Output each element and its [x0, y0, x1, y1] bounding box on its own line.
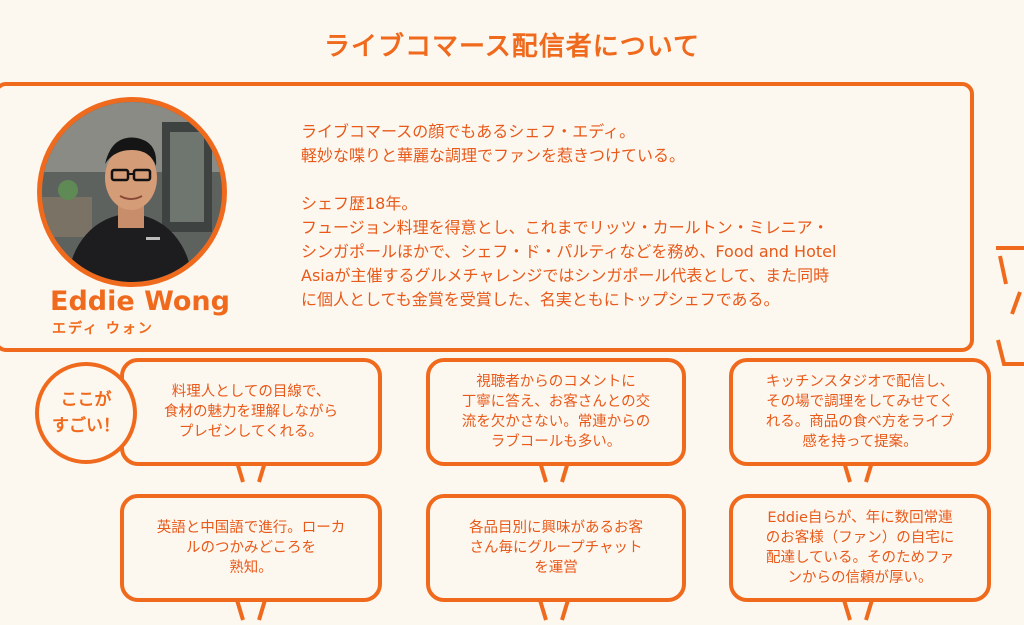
- bio-line: に個人としても金賞を受賞した、名実ともにトップシェフである。: [301, 290, 780, 309]
- bio-line: フュージョン料理を得意とし、これまでリッツ・カールトン・ミレニア・: [301, 218, 829, 237]
- chef-photo-image: [42, 102, 222, 282]
- chef-bio: ライブコマースの顔でもあるシェフ・エディ。 軽妙な喋りと華麗な調理でファンを惹き…: [301, 120, 941, 312]
- point-bubble: Eddie自らが、年に数回常連 のお客様（ファン）の自宅に 配達している。そのた…: [729, 494, 991, 602]
- point-bubble: 英語と中国語で進行。ローカ ルのつかみどころを 熟知。: [120, 494, 382, 602]
- bubble-tail-icon: [538, 462, 570, 483]
- bubble-tail-icon: [842, 600, 874, 621]
- point-bubble: 各品目別に興味があるお客 さん毎にグループチャット を運営: [426, 494, 686, 602]
- bio-line: シンガポールほかで、シェフ・ド・パルティなどを務め、Food and Hotel: [301, 242, 837, 261]
- point-bubble: 視聴者からのコメントに 丁寧に答え、お客さんとの交 流を欠かさない。常連からの …: [426, 358, 686, 466]
- bubble-tail-icon: [235, 600, 267, 621]
- page-title: ライブコマース配信者について: [324, 32, 700, 62]
- bio-line: シェフ歴18年。: [301, 194, 418, 213]
- badge-line: すごい！: [52, 416, 120, 436]
- bubble-tail-icon: [842, 462, 874, 483]
- bubble-tail-icon: [538, 600, 570, 621]
- point-bubble: キッチンスタジオで配信し、 その場で調理をしてみせてく れる。商品の食べ方をライ…: [729, 358, 991, 466]
- point-bubble: 料理人としての目線で、 食材の魅力を理解しながら プレゼンしてくれる。: [120, 358, 382, 466]
- chef-name-kana: エディ ウォン: [52, 321, 154, 337]
- badge-line: ここが: [60, 390, 112, 410]
- bio-line: Asiaが主催するグルメチャレンジではシンガポール代表として、また同時: [301, 266, 830, 285]
- chef-name: Eddie Wong: [50, 286, 230, 317]
- highlight-badge: ここが すごい！: [35, 362, 137, 464]
- decorative-bracket-icon: [996, 246, 1024, 366]
- bio-line: ライブコマースの顔でもあるシェフ・エディ。: [301, 122, 636, 141]
- bio-line: 軽妙な喋りと華麗な調理でファンを惹きつけている。: [301, 146, 686, 165]
- avatar: [37, 97, 227, 287]
- bubble-tail-icon: [235, 462, 267, 483]
